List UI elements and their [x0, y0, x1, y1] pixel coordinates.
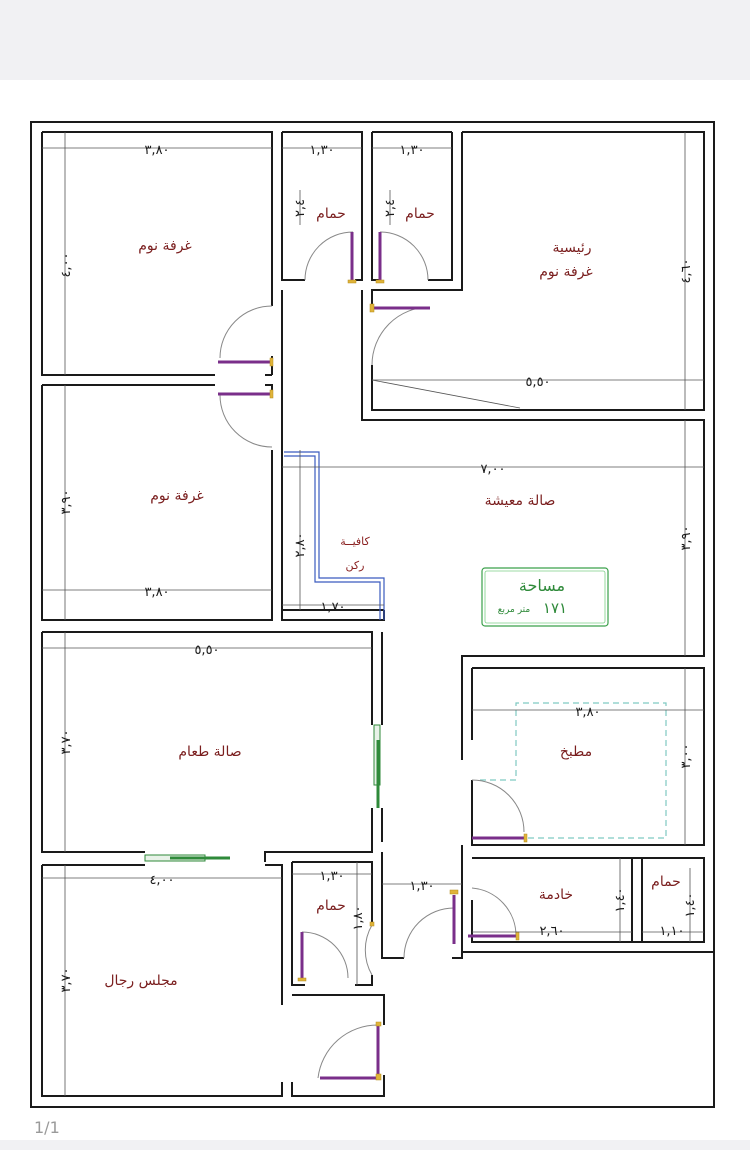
kitchen-label: مطبخ — [560, 744, 592, 760]
dim-kitchen-width: ٣,٨٠ — [575, 705, 600, 720]
dim-master-height: ٤,٦٠ — [679, 258, 694, 283]
bathroom-1 — [281, 131, 363, 281]
bathroom-1-label: حمام — [316, 206, 346, 222]
door-bedroom-1 — [218, 305, 274, 367]
top-bar — [0, 0, 750, 80]
dim-living-height: ٣,٩٠ — [679, 525, 694, 550]
dim-bath1-height: ٢,٤ — [293, 199, 308, 217]
living-room-label: صالة معيشة — [485, 493, 556, 509]
majlis-label: مجلس رجال — [104, 973, 177, 989]
dim-bath4-width: ١,١٠ — [659, 924, 684, 939]
dim-bath3-width: ١,٣٠ — [319, 869, 344, 884]
area-value: ١٧١ — [543, 599, 567, 617]
master-bedroom-label-2: غرفة نوم — [539, 264, 593, 280]
dim-maid-width: ٢,٦٠ — [539, 924, 564, 939]
dim-bath4-height: ١,٤٠ — [683, 892, 698, 917]
master-bedroom-label-1: رئيسية — [552, 240, 591, 256]
dim-maid-height: ١,٤٠ — [613, 887, 628, 912]
dim-dining-width: ٥,٥٠ — [194, 643, 219, 658]
bedroom-2-label: غرفة نوم — [150, 488, 204, 504]
dim-bed2-width: ٣,٨٠ — [144, 585, 169, 600]
bedroom-1-label: غرفة نوم — [138, 238, 192, 254]
dim-kitchen-height: ٣,٠٠ — [679, 743, 694, 768]
dim-bed2-height: ٣,٩٠ — [59, 489, 74, 514]
door-bedroom-2 — [218, 389, 274, 448]
dim-dining-height: ٣,٧٠ — [59, 729, 74, 754]
dim-corridor-width: ١,٧٠ — [320, 600, 345, 615]
door-majlis — [317, 1021, 382, 1081]
hall-walls — [281, 290, 705, 952]
bathroom-3-label: حمام — [316, 898, 346, 914]
area-badge: مساحة ١٧١ متر مربع — [481, 567, 609, 627]
dim-majlis-height: ٣,٧٠ — [59, 967, 74, 992]
dim-corridor-height: ٢,٨٠ — [293, 532, 308, 557]
door-bathroom-1 — [304, 231, 357, 284]
coffee-corner-label-1: كافيــة — [340, 535, 370, 548]
dim-bath2-width: ١,٣٠ — [399, 143, 424, 158]
kitchen-counter — [472, 702, 667, 839]
maid-room-label: خادمة — [539, 887, 573, 903]
dimension-lines — [42, 132, 704, 1096]
dim-bed1-width: ٣,٨٠ — [144, 143, 169, 158]
door-kitchen — [471, 779, 528, 843]
bathroom-4-label: حمام — [651, 874, 681, 890]
bedroom-2 — [41, 384, 385, 621]
dim-bath1-width: ١,٣٠ — [309, 143, 334, 158]
dim-bath2-height: ٢,٤ — [383, 199, 398, 217]
area-title: مساحة — [519, 576, 565, 595]
door-bathroom-3 — [297, 931, 349, 982]
window-dining — [373, 724, 381, 808]
door-bathroom-2 — [375, 231, 429, 284]
window-majlis — [144, 854, 230, 862]
coffee-corner-outline — [284, 451, 385, 620]
dim-living-width: ٧,٠٠ — [480, 462, 505, 477]
bathroom-2-label: حمام — [405, 206, 435, 222]
entry — [292, 862, 463, 1025]
kitchen — [461, 667, 705, 848]
dim-entry-width: ١,٣٠ — [409, 879, 434, 894]
area-unit: متر مربع — [498, 605, 531, 615]
coffee-corner-label-2: ركن — [346, 559, 365, 572]
dim-master-width: ٥,٥٠ — [525, 375, 550, 390]
door-bath3-outer — [364, 921, 375, 976]
wardrobe-line — [371, 379, 521, 409]
dim-majlis-width: ٤,٠٠ — [149, 873, 174, 888]
door-master — [369, 303, 431, 366]
door-entry — [403, 889, 459, 959]
outer-boundary — [30, 121, 715, 1108]
dim-bath3-height: ١,٨٠ — [351, 905, 366, 930]
dining-room — [41, 631, 383, 862]
master-bedroom — [371, 131, 705, 411]
bathroom-3 — [291, 852, 383, 986]
maid-room — [462, 857, 714, 953]
bedroom-1 — [41, 131, 273, 376]
page-number: 1/1 — [34, 1118, 60, 1137]
dining-room-label: صالة طعام — [178, 744, 241, 760]
majlis-room — [41, 864, 385, 1097]
dim-bed1-height: ٤,٠٠ — [59, 252, 74, 277]
